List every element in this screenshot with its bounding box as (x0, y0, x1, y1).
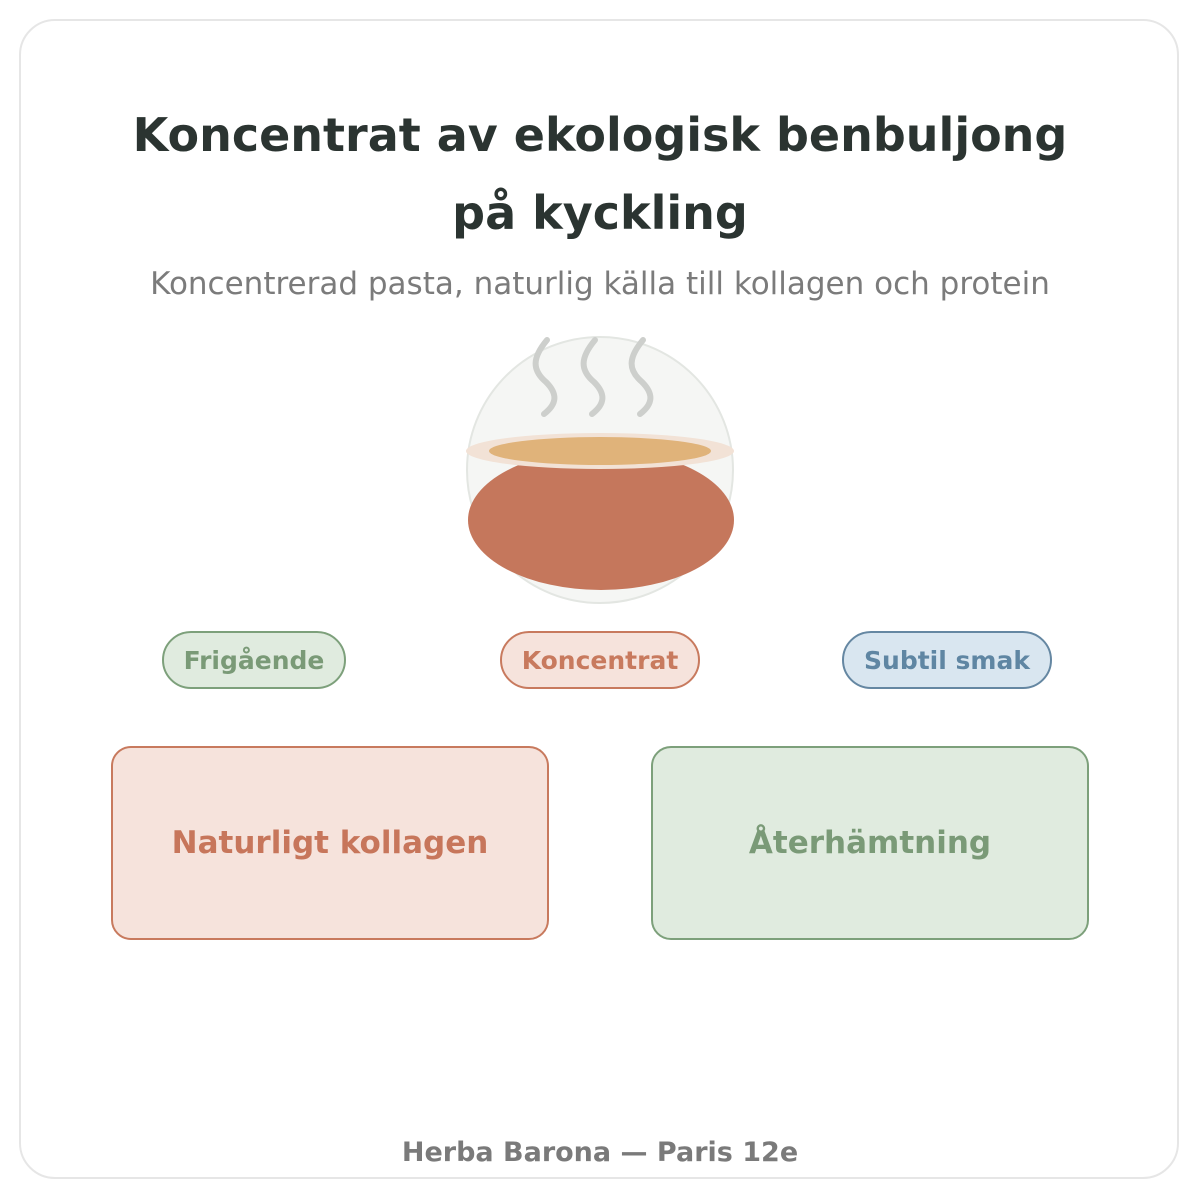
tag-label: Frigående (183, 645, 325, 675)
benefit-naturligt-kollagen: Naturligt kollagen (111, 746, 549, 940)
page-subtitle: Koncentrerad pasta, naturlig källa till … (150, 266, 1050, 302)
broth-illustration (460, 330, 740, 610)
tag-frigaende: Frigående (162, 631, 346, 689)
page-title: Koncentrat av ekologisk benbuljong på ky… (132, 108, 1068, 240)
tag-subtil-smak: Subtil smak (842, 631, 1052, 689)
tag-koncentrat: Koncentrat (500, 631, 700, 689)
benefit-label: Naturligt kollagen (171, 825, 489, 861)
tag-label: Koncentrat (521, 645, 679, 675)
steaming-broth-bowl-icon (466, 336, 734, 604)
benefit-label: Återhämtning (748, 825, 992, 861)
footer-brand: Herba Barona — Paris 12e (401, 1137, 799, 1168)
tag-label: Subtil smak (864, 645, 1030, 675)
benefit-aterhamtning: Återhämtning (651, 746, 1089, 940)
